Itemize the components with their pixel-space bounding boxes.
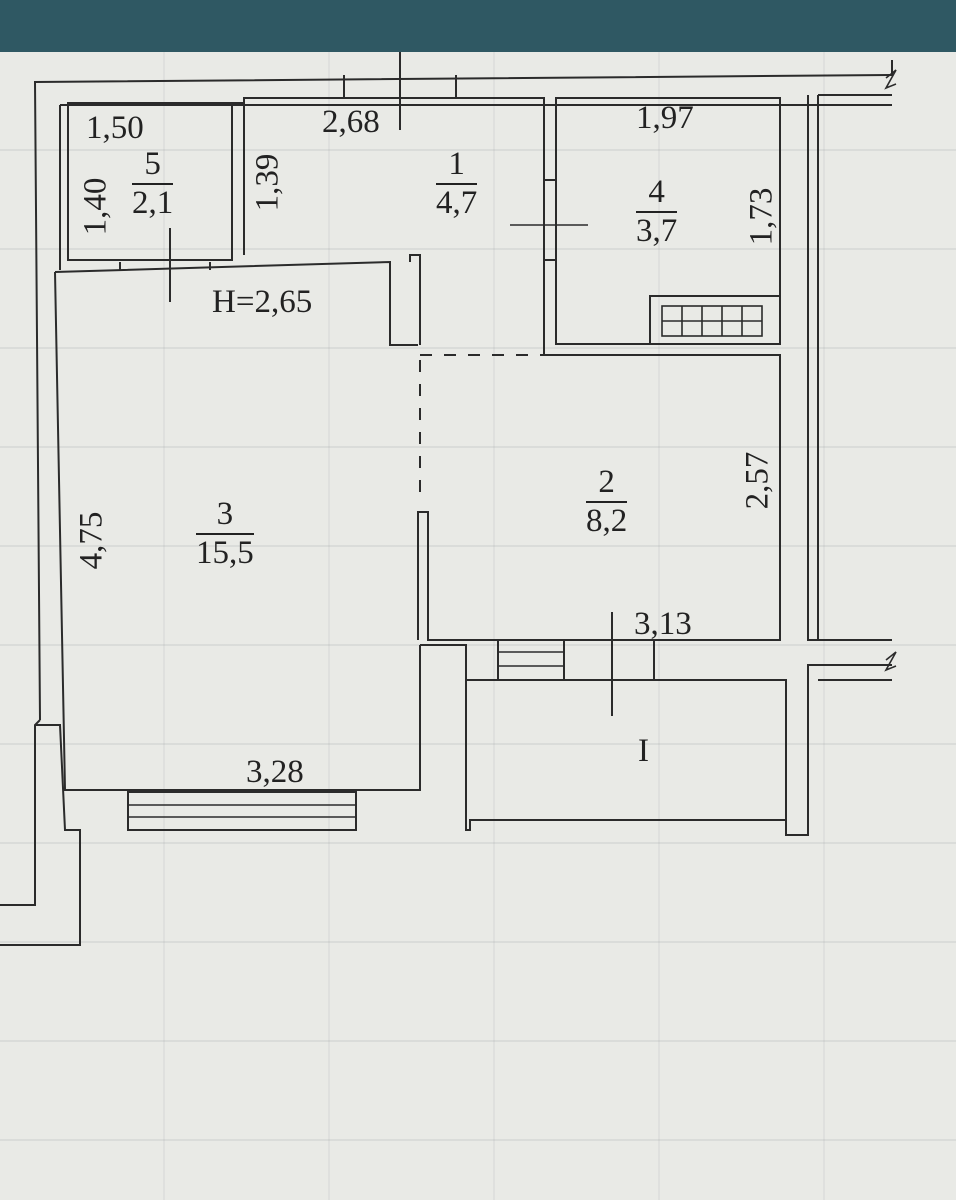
room-4-label: 4 3,7	[636, 176, 678, 249]
paper-sheet	[0, 52, 956, 1200]
balcony-walls	[420, 644, 787, 831]
room-1-number: 1	[436, 148, 478, 185]
room-5-number: 5	[132, 148, 174, 185]
room1-width-label: 2,68	[322, 104, 380, 140]
room-1-walls	[243, 52, 588, 355]
room-4-number: 4	[636, 176, 678, 213]
room5-width-label: 1,50	[86, 110, 144, 146]
room2-height-label: 2,57	[739, 451, 776, 510]
room4-width-label: 1,97	[636, 100, 694, 136]
top-bar	[0, 0, 956, 52]
room-1-label: 1 4,7	[436, 148, 478, 221]
room-3-walls	[54, 228, 421, 831]
room5-height-label: 1,40	[77, 177, 114, 236]
room-1-area: 4,7	[436, 185, 478, 221]
room3-width-label: 3,28	[246, 754, 304, 790]
room-3-area: 15,5	[196, 535, 254, 571]
room-2-area: 8,2	[586, 503, 628, 539]
room1-height-label: 1,39	[249, 153, 286, 212]
room-5-label: 5 2,1	[132, 148, 174, 221]
outer-walls	[0, 60, 897, 946]
room-3-number: 3	[196, 498, 254, 535]
room-2-number: 2	[586, 466, 628, 503]
room-3-label: 3 15,5	[196, 498, 254, 570]
ceiling-height-label: H=2,65	[212, 284, 313, 320]
room-4-walls	[555, 97, 781, 345]
room-2-walls	[417, 354, 781, 716]
room4-height-label: 1,73	[743, 187, 780, 246]
balcony-label: I	[638, 733, 649, 769]
room-4-area: 3,7	[636, 213, 678, 249]
room-2-label: 2 8,2	[586, 466, 628, 539]
room2-width-label: 3,13	[634, 606, 692, 642]
room3-height-label: 4,75	[73, 511, 110, 570]
room-5-area: 2,1	[132, 185, 174, 221]
room-5-walls	[67, 102, 244, 261]
